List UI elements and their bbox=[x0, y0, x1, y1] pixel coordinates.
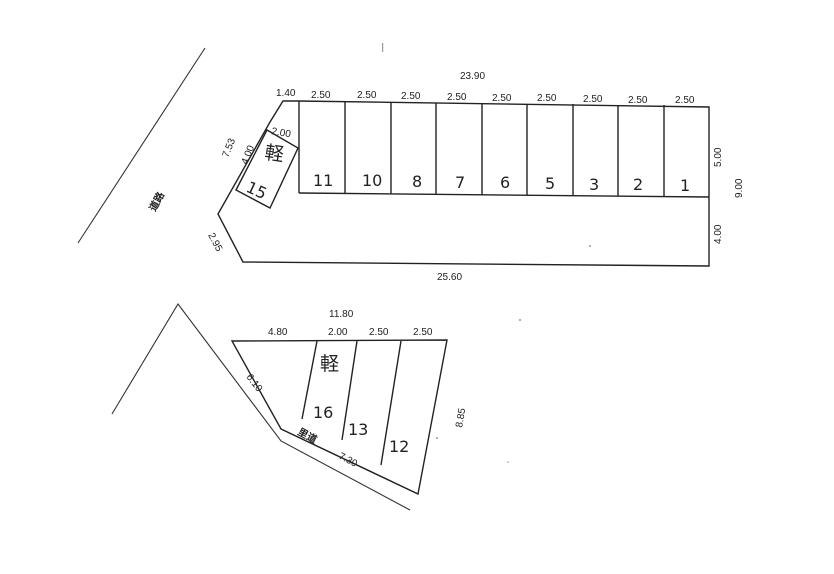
upper-kei-label: 軽 bbox=[263, 142, 285, 166]
svg-text:2.50: 2.50 bbox=[413, 327, 433, 338]
upper-left-top-label: 2.00 bbox=[270, 126, 292, 140]
scan-specks bbox=[382, 43, 591, 463]
svg-text:2.50: 2.50 bbox=[447, 92, 467, 103]
stall-number-10: 10 bbox=[362, 171, 382, 190]
svg-text:2.50: 2.50 bbox=[675, 95, 695, 106]
svg-text:2.50: 2.50 bbox=[583, 94, 603, 105]
stall-number-16: 16 bbox=[313, 403, 333, 422]
stall-number-8: 8 bbox=[412, 172, 422, 191]
upper-left-corner-label: 2.95 bbox=[205, 231, 224, 254]
upper-row-base bbox=[298, 192, 710, 198]
lower-road-label: 里道 bbox=[296, 425, 320, 446]
upper-right-total-label: 9.00 bbox=[734, 178, 745, 198]
lower-kei-label: 軽 bbox=[320, 353, 339, 375]
svg-text:2.50: 2.50 bbox=[537, 93, 557, 104]
upper-road-label: 道路 bbox=[146, 189, 167, 214]
stall-number-6: 6 bbox=[500, 173, 510, 192]
lower-left-label: 6.10 bbox=[244, 372, 265, 394]
upper-stall-numbers: 11 10 8 7 6 5 3 2 1 bbox=[313, 171, 690, 195]
svg-text:2.50: 2.50 bbox=[628, 95, 648, 106]
upper-corner-label: 1.40 bbox=[276, 88, 296, 99]
stall-number-15: 15 bbox=[243, 177, 269, 203]
upper-right-lower-label: 4.00 bbox=[713, 224, 724, 244]
upper-left-long-label: 7.53 bbox=[221, 137, 239, 160]
lower-right-label: 8.85 bbox=[454, 407, 468, 429]
lower-width-label: 11.80 bbox=[329, 309, 354, 320]
svg-text:2.50: 2.50 bbox=[401, 91, 421, 102]
lower-lot-outline bbox=[230, 339, 448, 496]
lower-bottom-label: 7.30 bbox=[337, 451, 360, 470]
svg-text:2.50: 2.50 bbox=[311, 90, 331, 101]
stall-number-12: 12 bbox=[389, 437, 409, 456]
svg-text:2.50: 2.50 bbox=[357, 90, 377, 101]
upper-space-width-labels: 2.50 2.50 2.50 2.50 2.50 2.50 2.50 2.50 … bbox=[311, 90, 695, 106]
upper-road-line bbox=[77, 47, 206, 244]
upper-width-label: 23.90 bbox=[460, 71, 485, 82]
lower-space-width-labels: 4.80 2.00 2.50 2.50 bbox=[268, 327, 433, 338]
stall-number-5: 5 bbox=[545, 174, 555, 193]
svg-text:4.80: 4.80 bbox=[268, 327, 288, 338]
upper-stall-dividers bbox=[344, 102, 665, 197]
svg-text:2.50: 2.50 bbox=[492, 93, 512, 104]
lower-stall-dividers bbox=[301, 340, 402, 466]
lower-road-line bbox=[111, 303, 411, 511]
upper-bottom-label: 25.60 bbox=[437, 272, 462, 283]
stall-number-3: 3 bbox=[589, 175, 599, 194]
svg-text:2.50: 2.50 bbox=[369, 327, 389, 338]
stall-number-2: 2 bbox=[633, 175, 643, 194]
kei-stall-15 bbox=[235, 129, 299, 209]
svg-text:2.00: 2.00 bbox=[328, 327, 348, 338]
lower-lot: 11.80 4.80 2.00 2.50 2.50 軽 16 13 12 6.1… bbox=[111, 303, 468, 511]
stall-number-7: 7 bbox=[455, 173, 465, 192]
stall-number-13: 13 bbox=[348, 420, 368, 439]
upper-lot-outline bbox=[217, 100, 710, 267]
upper-right-depth-label: 5.00 bbox=[713, 147, 724, 167]
stall-number-1: 1 bbox=[680, 176, 690, 195]
stall-number-11: 11 bbox=[313, 171, 333, 190]
upper-lot: 道路 23.90 1.40 2.50 2.50 2.50 2.50 2 bbox=[77, 47, 745, 283]
